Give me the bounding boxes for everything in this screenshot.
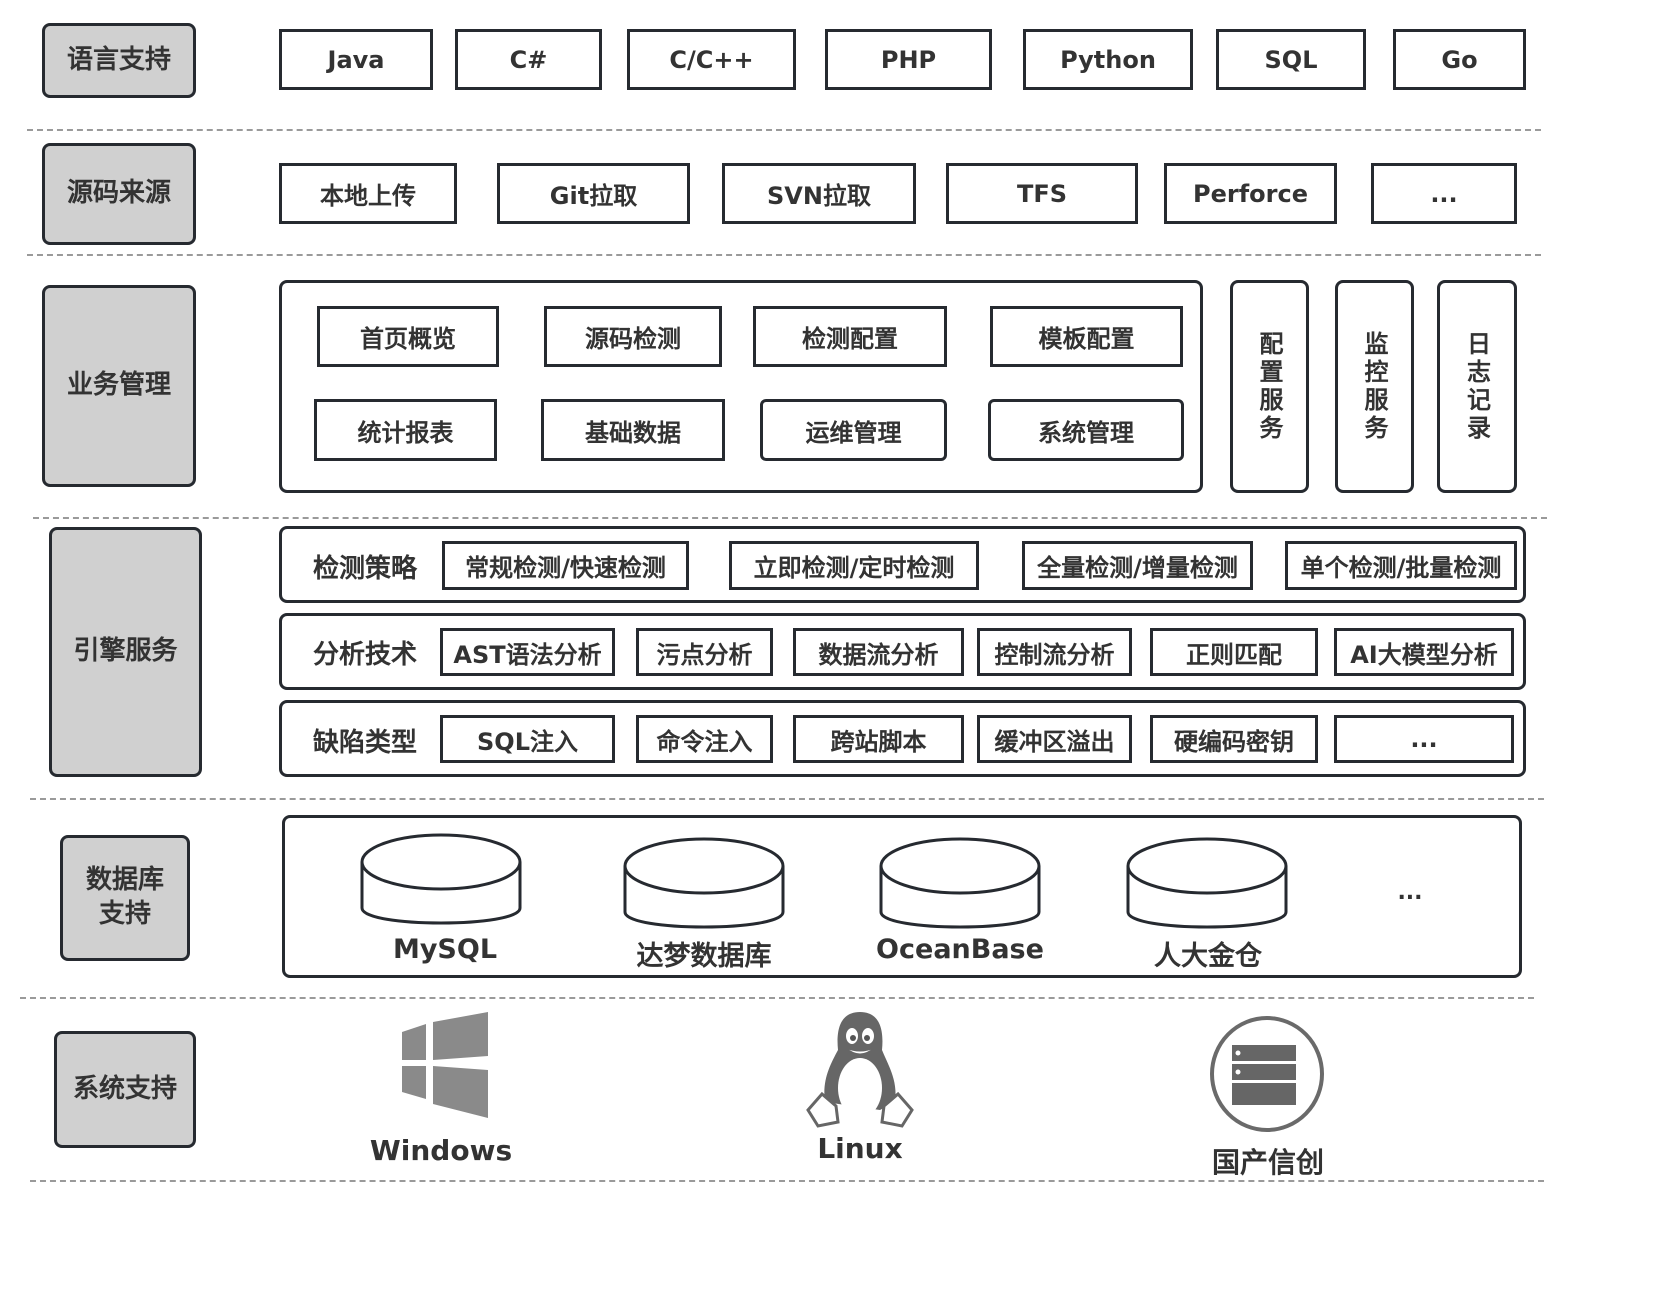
source-local-upload: 本地上传 xyxy=(279,163,457,224)
source-tfs: TFS xyxy=(946,163,1138,224)
database-cylinder-icon xyxy=(623,837,785,929)
layer-label-database: 数据库支持 xyxy=(60,835,190,961)
source-perforce: Perforce xyxy=(1164,163,1337,224)
source-git: Git拉取 xyxy=(497,163,690,224)
language-python: Python xyxy=(1023,29,1193,90)
database-name: 人大金仓 xyxy=(1154,941,1262,972)
language-c-cpp: C/C++ xyxy=(627,29,796,90)
engine-row-label-strategy: 检测策略 xyxy=(313,553,418,584)
module-base-data: 基础数据 xyxy=(541,399,725,461)
database-more: ... xyxy=(1397,880,1423,905)
layer-label-business: 业务管理 xyxy=(42,285,196,487)
defect-item: 硬编码密钥 xyxy=(1150,715,1318,763)
module-ops-management: 运维管理 xyxy=(760,399,947,461)
analysis-item: AI大模型分析 xyxy=(1334,628,1514,676)
layer-divider xyxy=(20,997,1534,999)
source-more: ... xyxy=(1371,163,1517,224)
database-cylinder-icon xyxy=(1126,837,1288,929)
analysis-item: 污点分析 xyxy=(636,628,773,676)
engine-row-label-defects: 缺陷类型 xyxy=(313,727,418,758)
database-name: 达梦数据库 xyxy=(636,941,772,972)
module-scan-config: 检测配置 xyxy=(753,306,947,367)
language-go: Go xyxy=(1393,29,1526,90)
defect-item: 命令注入 xyxy=(636,715,773,763)
defect-item: SQL注入 xyxy=(440,715,615,763)
os-name: 国产信创 xyxy=(1211,1146,1324,1179)
service-logging: 日志记录 xyxy=(1437,280,1517,493)
defect-item: 跨站脚本 xyxy=(793,715,964,763)
language-php: PHP xyxy=(825,29,992,90)
layer-divider xyxy=(30,1180,1544,1182)
database-cylinder-icon xyxy=(879,837,1041,929)
analysis-item: AST语法分析 xyxy=(440,628,615,676)
layer-label-source: 源码来源 xyxy=(42,143,196,245)
os-name: Windows xyxy=(369,1134,513,1167)
defect-item: 缓冲区溢出 xyxy=(977,715,1132,763)
strategy-item: 常规检测/快速检测 xyxy=(442,541,689,590)
strategy-item: 单个检测/批量检测 xyxy=(1285,541,1517,590)
layer-divider xyxy=(27,129,1541,131)
strategy-item: 全量检测/增量检测 xyxy=(1022,541,1253,590)
module-home-overview: 首页概览 xyxy=(317,306,499,367)
windows-logo-icon xyxy=(402,1012,488,1118)
analysis-item: 数据流分析 xyxy=(793,628,964,676)
analysis-item: 正则匹配 xyxy=(1150,628,1318,676)
analysis-item: 控制流分析 xyxy=(977,628,1132,676)
layer-divider xyxy=(30,798,1544,800)
defect-item: ... xyxy=(1334,715,1514,763)
module-system-management: 系统管理 xyxy=(988,399,1184,461)
source-svn: SVN拉取 xyxy=(722,163,916,224)
module-statistics-report: 统计报表 xyxy=(314,399,497,461)
engine-row-label-analysis: 分析技术 xyxy=(313,639,418,670)
database-name: OceanBase xyxy=(876,934,1044,965)
layer-label-language: 语言支持 xyxy=(42,23,196,98)
database-cylinder-icon xyxy=(360,833,522,925)
linux-penguin-icon xyxy=(806,1012,914,1128)
service-monitor: 监控服务 xyxy=(1335,280,1414,493)
server-icon xyxy=(1210,1016,1324,1132)
module-source-scan: 源码检测 xyxy=(544,306,722,367)
language-sql: SQL xyxy=(1216,29,1366,90)
language-java: Java xyxy=(279,29,433,90)
database-name: MySQL xyxy=(392,934,498,965)
os-name: Linux xyxy=(817,1132,903,1165)
layer-label-engine: 引擎服务 xyxy=(49,527,202,777)
language-csharp: C# xyxy=(455,29,602,90)
strategy-item: 立即检测/定时检测 xyxy=(729,541,979,590)
layer-divider xyxy=(27,254,1541,256)
layer-label-system: 系统支持 xyxy=(54,1031,196,1148)
layer-divider xyxy=(33,517,1547,519)
service-config: 配置服务 xyxy=(1230,280,1309,493)
module-template-config: 模板配置 xyxy=(990,306,1183,367)
